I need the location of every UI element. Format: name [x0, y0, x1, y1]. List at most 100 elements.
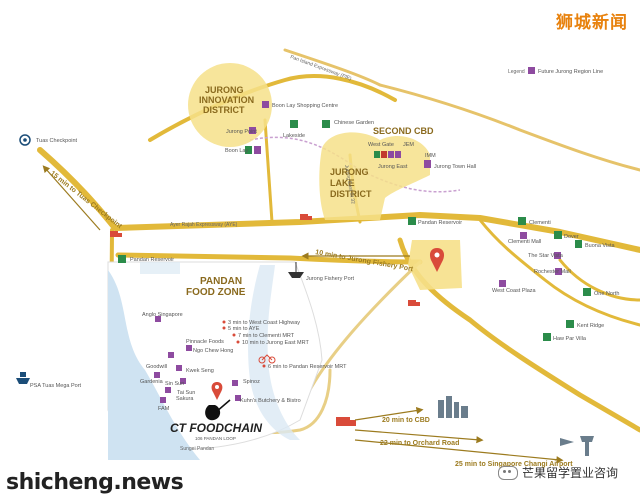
watermark-top: 狮城新闻: [556, 13, 628, 33]
road-pandan-loop: [115, 252, 423, 265]
mrt-kent-ridge: [566, 320, 574, 328]
label-kent-ridge: Kent Ridge: [577, 323, 604, 329]
label-jid-1: JURONG: [205, 85, 244, 95]
label-jid-3: DISTRICT: [203, 105, 245, 115]
label-west-coast-plaza: West Coast Plaza: [492, 288, 537, 294]
mrt-boonlay: [245, 146, 261, 154]
access-notes: 3 min to West Coast Highway 5 min to AYE…: [222, 320, 347, 370]
fz-pinnacle: Pinnacle Foods: [186, 339, 224, 345]
mrt-one-north: [583, 288, 591, 296]
site-marker-pin: [429, 248, 445, 272]
label-jem: JEM: [403, 142, 414, 148]
fz-sakura: Sakura: [176, 396, 194, 402]
fz-kwek-seng: Kwek Seng: [186, 368, 214, 374]
label-psa-tuas: PSA Tuas Mega Port: [30, 383, 82, 389]
fz-tai-sun: Tai Sun: [177, 390, 195, 396]
label-pfz-2: FOOD ZONE: [186, 287, 246, 298]
truck-icon-3: [408, 300, 420, 306]
label-jurong-east: Jurong East: [378, 164, 408, 170]
label-dover: Dover: [564, 234, 579, 240]
access-note-5: 6 min to Pandan Reservoir MRT: [268, 364, 347, 370]
truck-icon-2: [300, 214, 312, 220]
mrt-pandan-reservoir: [408, 217, 416, 225]
arrow-orchard-text: 22 min to Orchard Road: [380, 440, 459, 447]
mall-west-coast-plaza: [499, 280, 506, 287]
mall-rochester: [555, 268, 562, 275]
food-zone-places: Anglo Singapore Pinnacle Foods Ngo Chew …: [140, 312, 301, 412]
label-aye: Ayer Rajah Expressway (AYE): [170, 222, 238, 228]
label-jurong-point: Jurong Point: [226, 129, 257, 135]
mrt-jurong-town-hall: [424, 160, 431, 168]
arrow-tuas: [42, 165, 101, 231]
mall-star-vista: [554, 252, 561, 259]
watermark-site: shicheng.news: [6, 470, 184, 495]
arrow-changi: [354, 439, 564, 464]
label-sungei-pandan: Sungei Pandan: [180, 446, 214, 452]
pandan-river: [108, 270, 200, 460]
fz-anglo: Anglo Singapore: [142, 312, 183, 318]
ct-foodchain-logo: CT FOODCHAIN 106 PANDAN LOOP: [170, 399, 262, 441]
label-jld-2: LAKE: [330, 178, 355, 188]
road-clementi: [478, 218, 640, 327]
arrow-orchard: [354, 429, 484, 444]
access-note-3: 7 min to Clementi MRT: [238, 333, 295, 339]
label-rochester-mall: Rochester Mall: [534, 269, 571, 275]
label-west-gate: West Gate: [368, 142, 394, 148]
place-labels: Legend Future Jurong Region Line Tuas Ch…: [30, 69, 619, 452]
road-boonlay: [263, 118, 274, 224]
label-jurong-town-hall: Jurong Town Hall: [434, 164, 476, 170]
boat-icon: [288, 262, 304, 278]
mrt-clementi: [518, 217, 526, 225]
label-boon-lay: Boon Lay: [225, 148, 248, 154]
legend-label: Future Jurong Region Line: [538, 69, 603, 75]
mall-clementi: [520, 232, 527, 239]
mrt-pandan-west: [118, 255, 126, 263]
mrt-stations: [118, 67, 591, 341]
fz-spinoz: Spinoz: [243, 379, 260, 385]
wechat-icon: [497, 465, 518, 480]
bicycle-icon: [258, 354, 276, 364]
access-note-4: 10 min to Jurong East MRT: [242, 340, 309, 346]
fz-kuhns: Kuhn's Butchery & Bistro: [240, 398, 301, 404]
label-jld-1: JURONG: [330, 167, 369, 177]
arrow-cbd-text: 20 min to CBD: [382, 417, 430, 424]
mrt-jurong-east: [374, 151, 401, 158]
truck-icons: [110, 214, 420, 426]
logo-brand: CT FOODCHAIN: [170, 421, 262, 435]
label-clementi-mall: Clementi Mall: [508, 239, 541, 245]
canal: [248, 265, 300, 440]
mrt-haw-par: [543, 333, 551, 341]
label-jld-3: DISTRICT: [330, 189, 372, 199]
water-bodies: [108, 262, 300, 460]
access-note-1: 3 min to West Coast Highway: [228, 320, 300, 326]
label-chinese-garden: Chinese Garden: [334, 120, 374, 126]
fz-fam: FAM: [158, 406, 170, 412]
fz-gardenia: Gardenia: [140, 379, 164, 385]
truck-icon-4: [336, 417, 356, 426]
airport-tower-icon: [560, 436, 594, 456]
label-one-north: One North: [594, 291, 619, 297]
label-imm: IMM: [425, 153, 436, 159]
legend-prefix: Legend: [508, 69, 525, 75]
label-jid-2: INNOVATION: [199, 95, 254, 105]
zone-jurong-lake: [319, 132, 430, 220]
label-lakeside: Lakeside: [283, 133, 305, 139]
mrt-dover: [554, 231, 562, 239]
watermark-wechat-text: 芒果留学置业咨询: [521, 466, 618, 480]
label-pandan-reservoir: Pandan Reservoir: [418, 220, 462, 226]
label-pfz-1: PANDAN: [200, 276, 242, 287]
label-haw-par-villa: Haw Par Villa: [553, 336, 587, 342]
fz-goodwill: Goodwill: [146, 364, 167, 370]
label-star-vista: The Star Vista: [528, 253, 564, 259]
mrt-lakeside: [290, 120, 298, 128]
label-jurong-fishery-port: Jurong Fishery Port: [306, 276, 354, 282]
truck-icon-1: [110, 231, 122, 237]
label-buona-vista: Buona Vista: [585, 243, 616, 249]
access-note-2: 5 min to AYE: [228, 326, 260, 332]
road-ayer: [37, 147, 640, 253]
label-boon-lay-sc: Boon Lay Shopping Centre: [272, 103, 338, 109]
arrow-changi-text: 25 min to Singapore Changi Airport: [455, 461, 573, 468]
label-pandan-reservoir-west: Pandan Reservoir: [130, 257, 174, 263]
